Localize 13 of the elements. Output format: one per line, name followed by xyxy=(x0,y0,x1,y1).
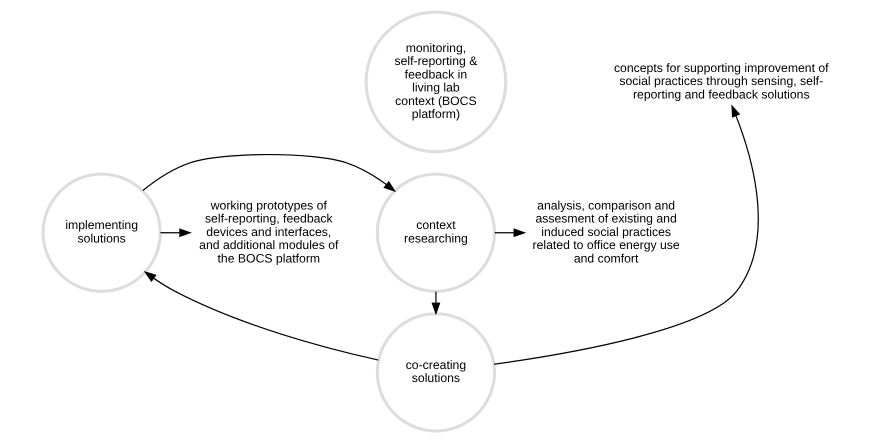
node-circle: context researching xyxy=(375,172,496,293)
arrow xyxy=(494,104,758,365)
arrow xyxy=(431,292,440,316)
arrow xyxy=(142,154,396,192)
node-circle: co-creating solutions xyxy=(375,312,496,432)
node-circle: implementing solutions xyxy=(41,172,162,293)
node-text: analysis, comparison and assesment of existing and induced social practices related to office energy use and comfort xyxy=(532,198,680,266)
node-text: working prototypes of self-reporting, feedback devices and interfaces, and additional modules of the BOCS platform xyxy=(198,198,338,266)
node-circle: monitoring, self-reporting & feedback in living lab context (BOCS platform) xyxy=(364,10,507,154)
arrow xyxy=(160,228,192,238)
node-text: concepts for supporting improvement of social practices through sensing, self-reporting and feedback solutions xyxy=(613,60,828,102)
arrow xyxy=(143,271,378,361)
arrow xyxy=(494,228,526,238)
